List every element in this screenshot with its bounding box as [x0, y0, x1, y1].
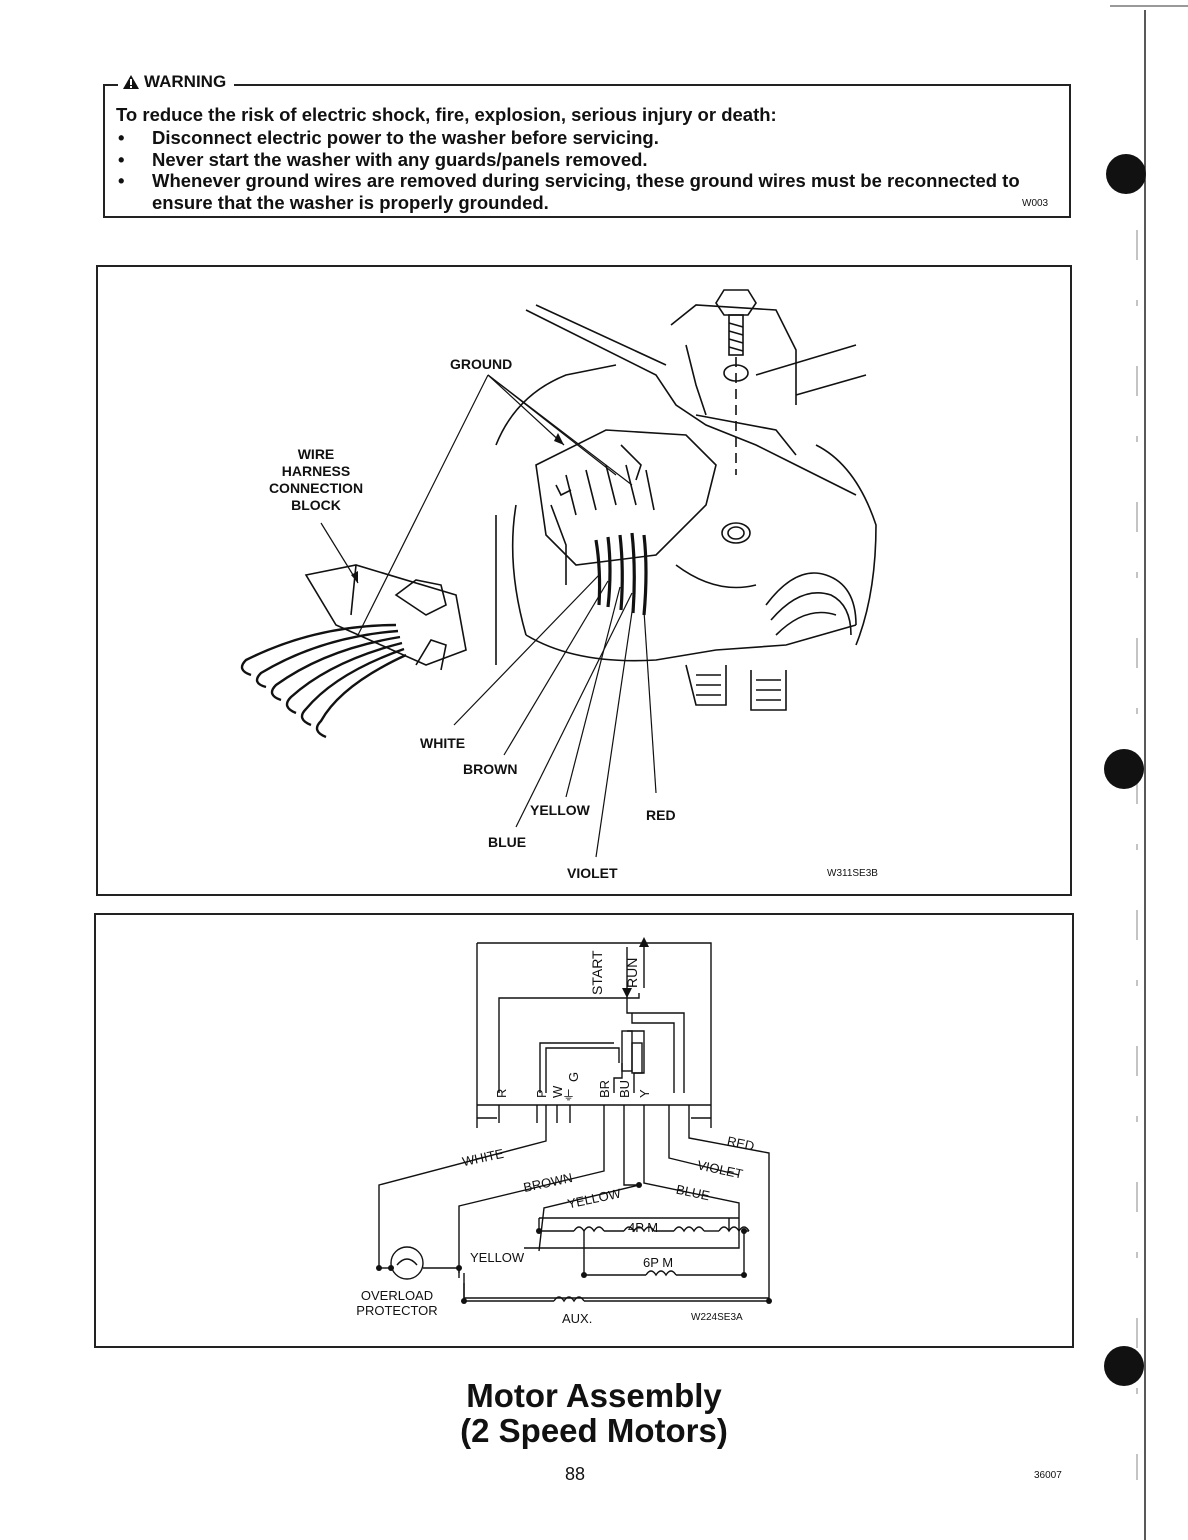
- terminal-label-y: Y: [637, 1089, 652, 1098]
- warning-bullet: •Never start the washer with any guards/…: [118, 148, 648, 170]
- page-number: 88: [564, 1464, 586, 1484]
- document-code: 36007: [1034, 1470, 1062, 1481]
- binder-hole: [1104, 749, 1144, 789]
- switch-start-label: START: [589, 950, 605, 995]
- overload-protector-label: OVERLOAD PROTECTOR: [356, 1288, 438, 1318]
- schematic-code: W224SE3A: [691, 1312, 743, 1323]
- binder-edge: [1104, 5, 1188, 1540]
- warning-heading: WARNING: [118, 72, 235, 92]
- winding-label-6p: 6P M: [643, 1255, 674, 1270]
- label-yellow: YELLOW: [530, 802, 590, 818]
- ground-symbol-icon: ⏚: [562, 1088, 576, 1103]
- warning-code: W003: [1022, 198, 1049, 209]
- winding-label-aux: AUX.: [562, 1311, 593, 1326]
- terminal-label-bu: BU: [617, 1079, 632, 1098]
- illustration-code: W311SE3B: [827, 868, 878, 879]
- binder-hole: [1106, 154, 1146, 194]
- label-brown: BROWN: [463, 761, 518, 777]
- label-blue: BLUE: [488, 834, 527, 850]
- warning-triangle-icon: [123, 75, 139, 89]
- warning-list: •Disconnect electric power to the washer…: [116, 127, 1052, 213]
- warning-box: [103, 84, 1071, 218]
- motor-illustration: [240, 289, 877, 858]
- terminal-label-p: P: [534, 1089, 549, 1098]
- label-violet: VIOLET: [567, 865, 618, 881]
- winding-label-4p: 4P M: [628, 1220, 659, 1235]
- page-title: Motor Assembly (2 Speed Motors): [460, 1377, 728, 1449]
- terminal-label-g: G: [566, 1071, 581, 1082]
- motor-illustration-panel: [96, 265, 1072, 896]
- binder-hole: [1104, 1346, 1144, 1386]
- label-wire-harness-block: WIRE HARNESS CONNECTION BLOCK: [268, 446, 364, 513]
- wiring-schematic: [376, 937, 772, 1304]
- warning-bullet: •Disconnect electric power to the washer…: [118, 127, 659, 148]
- wire-label-yellow-left: YELLOW: [470, 1250, 525, 1265]
- label-ground: GROUND: [450, 356, 513, 372]
- label-red: RED: [646, 807, 676, 823]
- wiring-schematic-panel: [94, 913, 1074, 1348]
- warning-bullet: •Whenever ground wires are removed durin…: [118, 170, 1020, 213]
- switch-run-label: RUN: [624, 957, 640, 988]
- terminal-label-br: BR: [597, 1079, 612, 1098]
- warning-intro: To reduce the risk of electric shock, fi…: [116, 104, 777, 125]
- terminal-label-r: R: [494, 1088, 509, 1098]
- label-white: WHITE: [420, 735, 466, 751]
